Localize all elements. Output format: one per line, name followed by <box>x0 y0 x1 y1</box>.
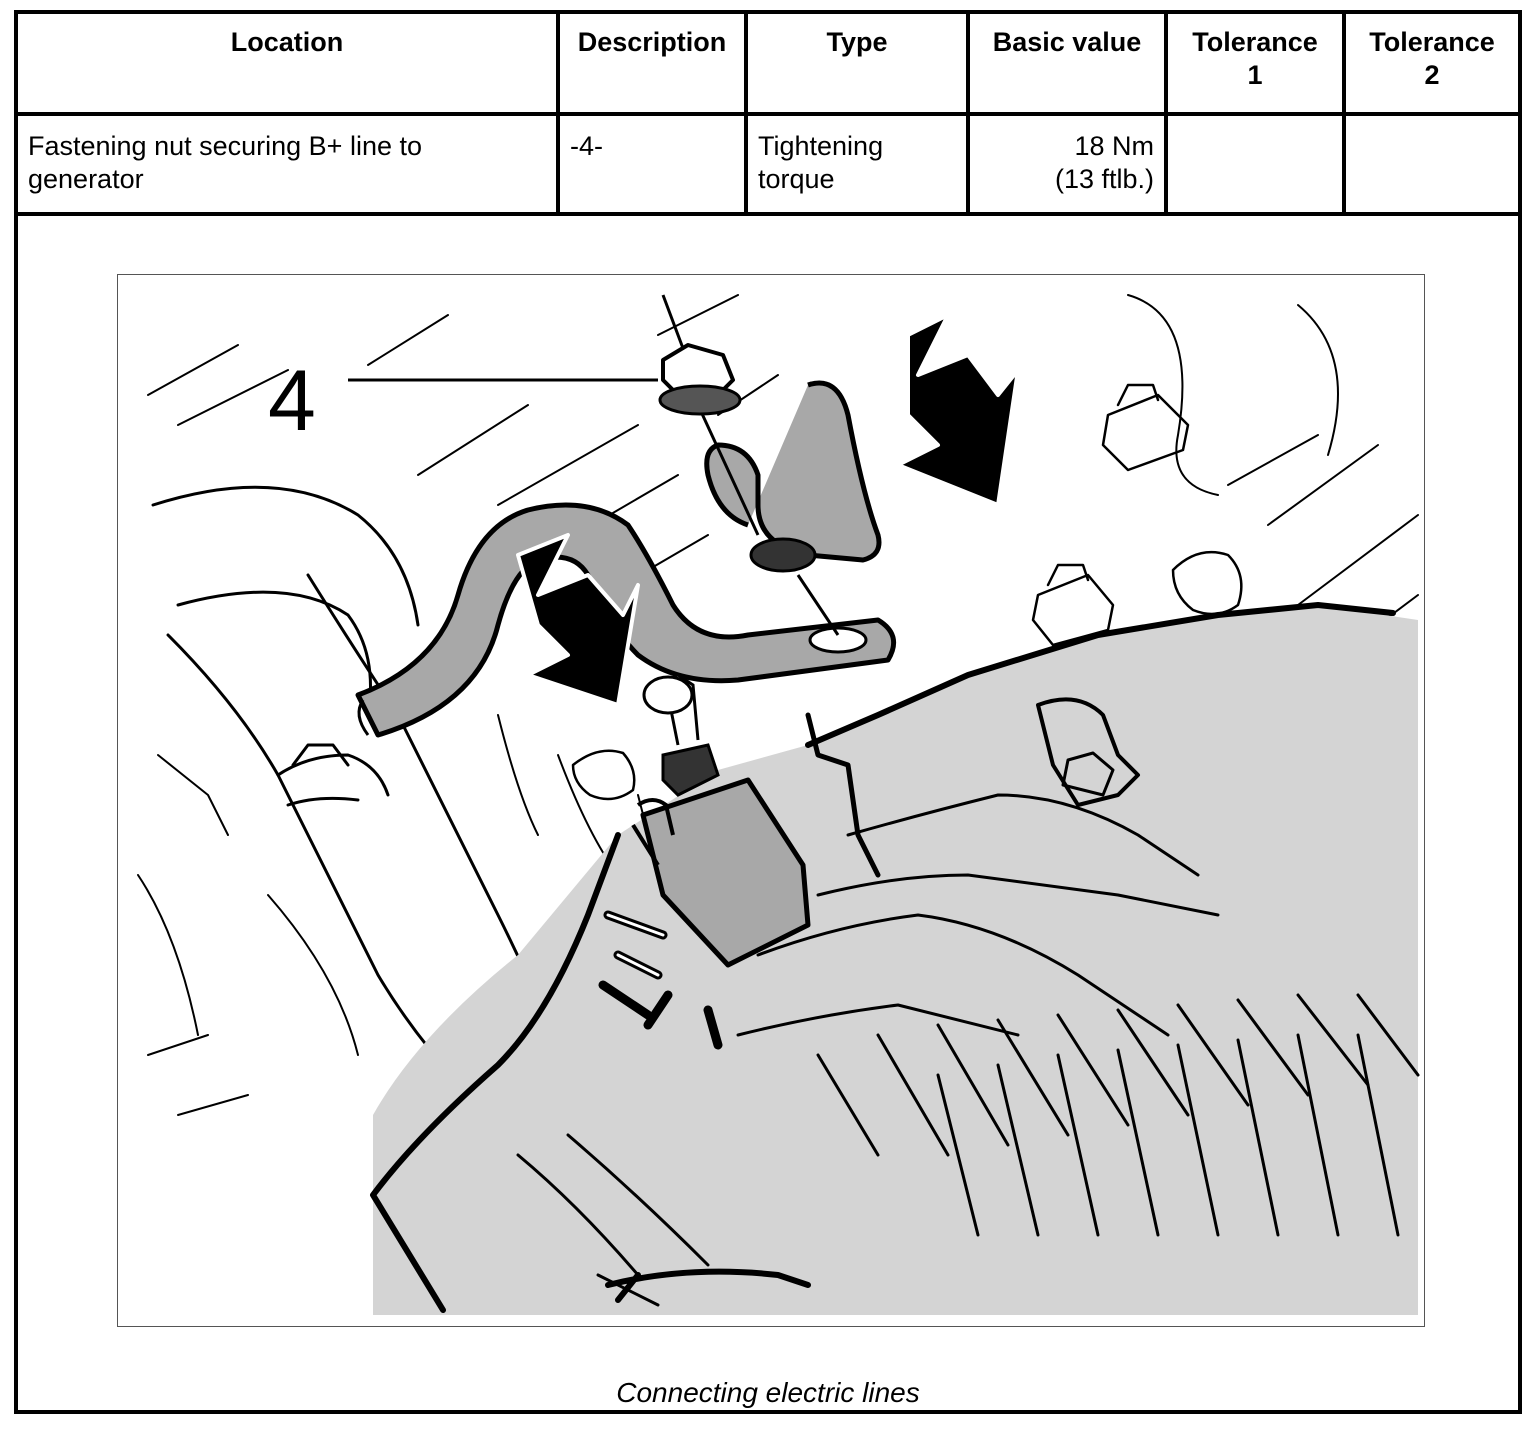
header-location: Location <box>18 14 560 116</box>
hose-clamp <box>276 753 390 807</box>
background-sketch-lines <box>137 294 1419 1116</box>
housing-boss <box>1036 697 1140 807</box>
cell-location: Fastening nut securing B+ line to genera… <box>18 112 560 216</box>
cell-location-line-2: generator <box>28 164 144 194</box>
header-type: Type <box>744 14 970 116</box>
generator-illustration: 4 <box>117 274 1425 1327</box>
fastening-nut-4 <box>658 294 840 636</box>
stud-upper <box>1101 383 1190 472</box>
cell-tolerance-2 <box>1342 112 1518 216</box>
header-tolerance-2: Tolerance 2 <box>1342 14 1518 116</box>
cell-type-line-2: torque <box>758 164 835 194</box>
cell-description: -4- <box>556 112 748 216</box>
b-plus-cable <box>355 380 897 738</box>
arrow-down-right-lower <box>516 533 640 707</box>
generator-housing-fill <box>373 605 1418 1315</box>
torque-spec-table: Location Description Type Basic value To… <box>18 14 1518 216</box>
cell-type: Tightening torque <box>744 112 970 216</box>
header-tolerance-1-line-1: Tolerance <box>1192 27 1318 57</box>
callout-label-4: 4 <box>268 353 316 449</box>
torque-spec-sheet: Location Description Type Basic value To… <box>14 10 1522 1414</box>
header-basic-value: Basic value <box>966 14 1168 116</box>
cell-type-line-1: Tightening <box>758 131 884 161</box>
hose-outline <box>151 485 420 717</box>
figure-caption: Connecting electric lines <box>616 1377 920 1408</box>
cell-basic-value-line-2: (13 ftlb.) <box>1054 164 1154 194</box>
figure-area: 4 <box>18 196 1518 1410</box>
generator-housing-outline <box>370 832 621 1313</box>
stud-lower <box>1031 563 1115 647</box>
generator-line-drawing: 4 <box>137 294 1420 1315</box>
header-description: Description <box>556 14 748 116</box>
cell-basic-value-line-1: 18 Nm <box>1074 131 1154 161</box>
cell-basic-value: 18 Nm (13 ftlb.) <box>966 112 1168 216</box>
header-tolerance-2-line-2: 2 <box>1424 60 1440 90</box>
header-tolerance-1: Tolerance 1 <box>1164 14 1346 116</box>
table-row: Fastening nut securing B+ line to genera… <box>18 112 1518 216</box>
connector-plug <box>631 673 811 968</box>
header-tolerance-1-line-2: 1 <box>1247 60 1263 90</box>
cell-location-line-1: Fastening nut securing B+ line to <box>28 131 422 161</box>
header-tolerance-2-line-1: Tolerance <box>1369 27 1495 57</box>
cell-tolerance-1 <box>1164 112 1346 216</box>
table-header-row: Location Description Type Basic value To… <box>18 14 1518 116</box>
arrow-down-right-upper <box>896 313 1020 507</box>
torx-bolt <box>1171 550 1243 616</box>
